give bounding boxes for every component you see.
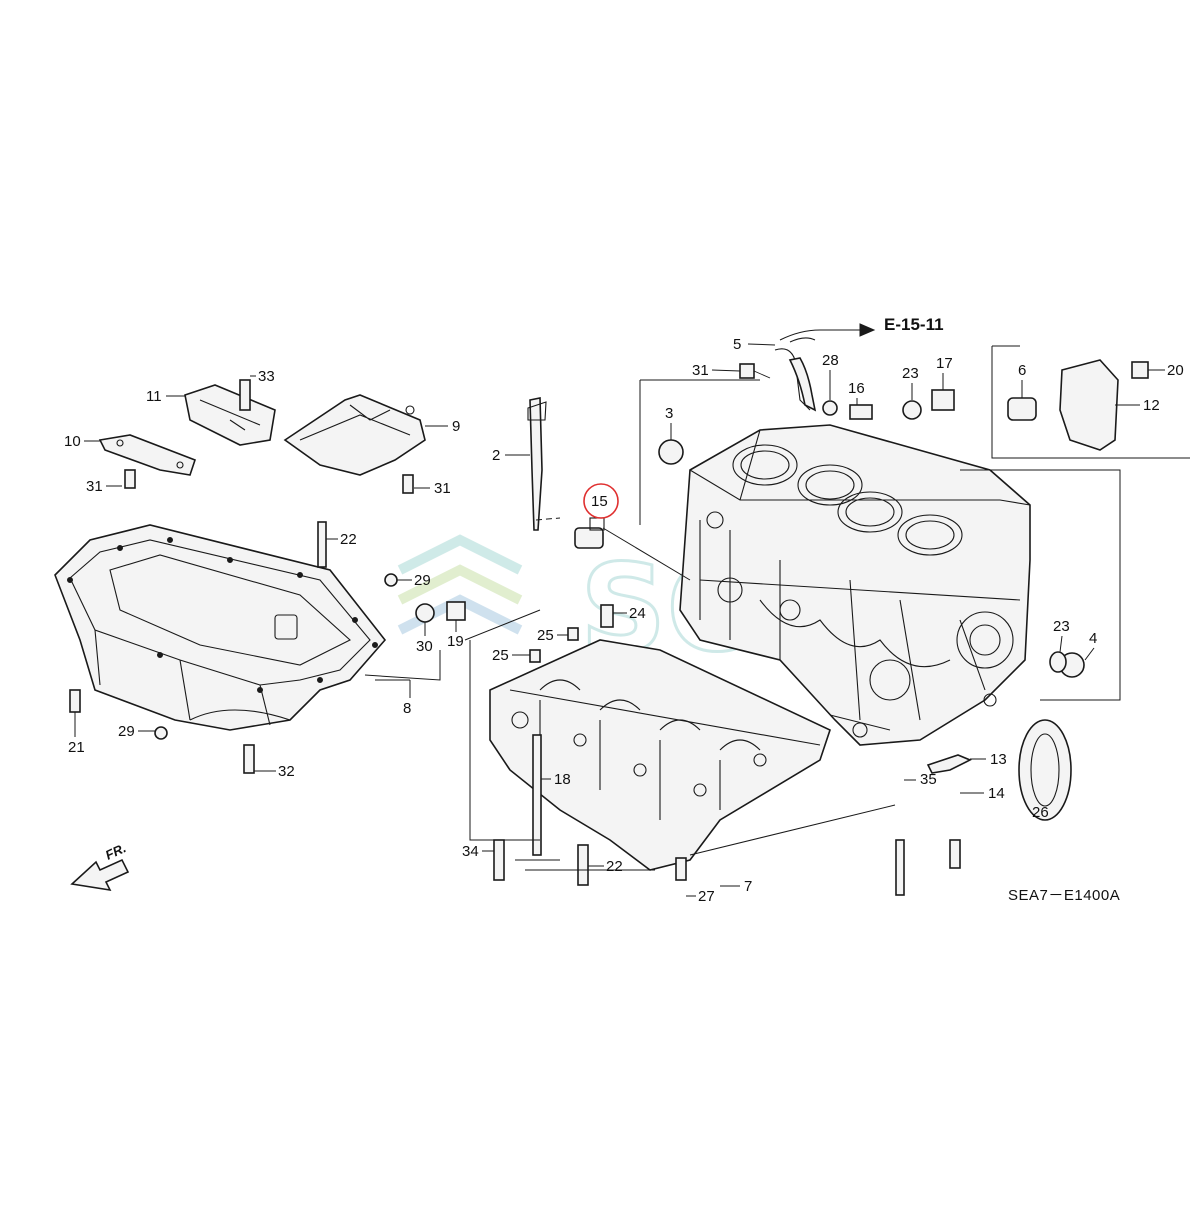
callout-11: 11 bbox=[146, 388, 162, 405]
baffle-plate-9 bbox=[283, 394, 426, 476]
callout-3: 3 bbox=[665, 405, 673, 422]
callout-13: 13 bbox=[990, 751, 1007, 768]
small-fasteners-top bbox=[658, 363, 1085, 678]
callout-16: 16 bbox=[848, 380, 865, 397]
reference-link-label: E-15-11 bbox=[884, 315, 944, 334]
callout-29b: 29 bbox=[118, 723, 135, 740]
callout-25b: 25 bbox=[492, 647, 509, 664]
front-label: FR. bbox=[103, 840, 128, 862]
bolts bbox=[69, 379, 961, 896]
callout-25: 25 bbox=[537, 627, 554, 644]
oil-pressure-switch bbox=[574, 517, 605, 549]
callout-34: 34 bbox=[462, 843, 479, 860]
dipstick-tube bbox=[527, 397, 547, 531]
section-reference: E-15-11 bbox=[840, 315, 944, 337]
callout-23: 23 bbox=[902, 365, 919, 382]
callout-9: 9 bbox=[452, 418, 460, 435]
callout-27: 27 bbox=[698, 888, 715, 905]
callout-31: 31 bbox=[692, 362, 709, 379]
callout-32: 32 bbox=[278, 763, 295, 780]
callout-22b: 22 bbox=[606, 858, 623, 875]
mount-parts-box bbox=[1007, 359, 1149, 451]
baffle-plate-11 bbox=[184, 384, 276, 446]
callout-24: 24 bbox=[629, 605, 646, 622]
callout-5: 5 bbox=[733, 336, 741, 353]
callout-33: 33 bbox=[258, 368, 275, 385]
callout-labels: 5 31 28 16 23 17 3 6 20 12 33 11 9 10 31… bbox=[64, 336, 1184, 905]
front-direction-indicator: FR. bbox=[70, 840, 130, 892]
callout-6: 6 bbox=[1018, 362, 1026, 379]
callout-4: 4 bbox=[1089, 630, 1097, 647]
callout-26: 26 bbox=[1032, 804, 1049, 821]
callout-8: 8 bbox=[403, 700, 411, 717]
lower-block bbox=[489, 639, 831, 871]
figure-code: SEA7－E1400A bbox=[1008, 887, 1120, 904]
highlight-circle-15 bbox=[583, 483, 619, 519]
callout-30: 30 bbox=[416, 638, 433, 655]
callout-23b: 23 bbox=[1053, 618, 1070, 635]
callout-14: 14 bbox=[988, 785, 1005, 802]
oil-pan bbox=[54, 524, 387, 731]
callout-10: 10 bbox=[64, 433, 81, 450]
callout-17: 17 bbox=[936, 355, 953, 372]
callout-21: 21 bbox=[68, 739, 85, 756]
callout-31c: 31 bbox=[434, 480, 451, 497]
oil-seal bbox=[1018, 719, 1072, 821]
callout-7: 7 bbox=[744, 878, 752, 895]
callout-29: 29 bbox=[414, 572, 431, 589]
water-pipe bbox=[774, 329, 840, 412]
callout-12: 12 bbox=[1143, 397, 1160, 414]
callout-2: 2 bbox=[492, 447, 500, 464]
callout-28: 28 bbox=[822, 352, 839, 369]
callout-22: 22 bbox=[340, 531, 357, 548]
callout-35: 35 bbox=[920, 771, 937, 788]
cylinder-block bbox=[679, 424, 1031, 746]
callout-19: 19 bbox=[447, 633, 464, 650]
bracket-13 bbox=[926, 754, 972, 774]
callout-31b: 31 bbox=[86, 478, 103, 495]
baffle-plate-10 bbox=[98, 434, 197, 476]
callout-20: 20 bbox=[1167, 362, 1184, 379]
callout-18: 18 bbox=[554, 771, 571, 788]
callout-15: 15 bbox=[591, 493, 608, 510]
